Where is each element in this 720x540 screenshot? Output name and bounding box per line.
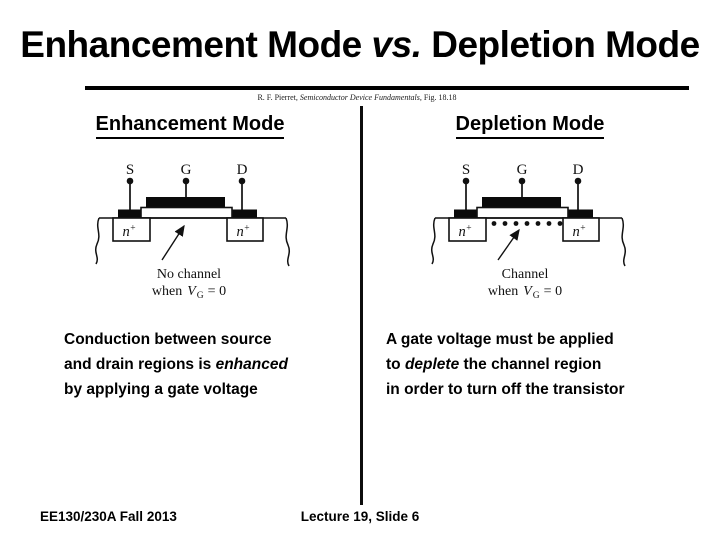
footer-slide-label: Lecture 19, Slide 6 — [300, 509, 420, 524]
substrate-left-edge — [94, 217, 100, 265]
drain-terminal-dot — [574, 177, 582, 185]
source-terminal-dot — [126, 177, 134, 185]
source-contact — [118, 209, 161, 219]
n-plus-region-drain — [226, 217, 264, 242]
gate-terminal-dot — [182, 177, 190, 185]
drain-terminal-label: D — [573, 162, 584, 178]
n-plus-label-drain: n+ — [572, 224, 585, 241]
enhancement-description-line1: Conduction between source — [64, 331, 272, 348]
title-part1: Enhancement Mode — [20, 24, 372, 65]
drain-contact — [226, 209, 257, 219]
n-plus-label-source: n+ — [122, 224, 135, 241]
substrate-right-edge — [621, 217, 627, 267]
citation-figure: , Fig. 18.18 — [419, 93, 457, 102]
deplete-italic: deplete — [404, 356, 460, 373]
depletion-description-line1: A gate voltage must be applied — [386, 331, 614, 348]
channel-dots — [491, 221, 563, 226]
citation-author: R. F. Pierret, — [257, 93, 300, 102]
gate-electrode — [482, 197, 561, 208]
substrate-left-edge — [430, 217, 436, 265]
channel-caption-line1: Channel — [502, 267, 549, 282]
drain-contact — [562, 209, 593, 219]
title-underline-rule — [85, 86, 689, 90]
enhanced-italic: enhanced — [215, 356, 288, 373]
enhancement-mode-heading: Enhancement Mode — [30, 113, 350, 139]
n-plus-region-source — [448, 217, 487, 242]
gate-oxide-layer — [140, 206, 233, 219]
drain-terminal-label: D — [237, 162, 248, 178]
gate-oxide-layer — [476, 206, 569, 219]
depletion-description-line3: in order to turn off the transistor — [386, 381, 625, 398]
title-part3: Depletion Mode — [421, 24, 700, 65]
source-terminal-dot — [462, 177, 470, 185]
citation: R. F. Pierret, Semiconductor Device Fund… — [2, 93, 712, 102]
drain-terminal-dot — [238, 177, 246, 185]
slide-title: Enhancement Mode vs. Depletion Mode — [0, 24, 720, 66]
n-plus-label-drain: n+ — [236, 224, 249, 241]
gate-terminal-label: G — [517, 162, 528, 178]
enhancement-description-line2: and drain regions is enhanced — [64, 356, 288, 373]
column-divider — [360, 106, 363, 505]
n-plus-label-source: n+ — [458, 224, 471, 241]
source-terminal-label: S — [126, 162, 134, 178]
channel-arrow — [497, 228, 520, 261]
enhancement-description: Conduction between source and drain regi… — [64, 327, 288, 402]
citation-book-title: Semiconductor Device Fundamentals — [299, 93, 420, 102]
no-channel-arrow — [161, 224, 185, 261]
enhancement-description-line3: by applying a gate voltage — [64, 381, 258, 398]
gate-terminal-label: G — [181, 162, 192, 178]
depletion-description: A gate voltage must be applied to deplet… — [386, 327, 625, 402]
n-plus-region-drain — [562, 217, 600, 242]
source-contact — [454, 209, 497, 219]
depletion-description-line2: to deplete the channel region — [386, 356, 602, 373]
footer-course-label: EE130/230A Fall 2013 — [40, 509, 177, 524]
n-plus-region-source — [112, 217, 151, 242]
depletion-mode-heading: Depletion Mode — [400, 113, 660, 139]
title-vs-italic: vs. — [371, 24, 422, 65]
gate-terminal-dot — [518, 177, 526, 185]
substrate-right-edge — [285, 217, 291, 267]
source-terminal-label: S — [462, 162, 470, 178]
gate-electrode — [146, 197, 225, 208]
no-channel-caption-line1: No channel — [157, 267, 221, 282]
